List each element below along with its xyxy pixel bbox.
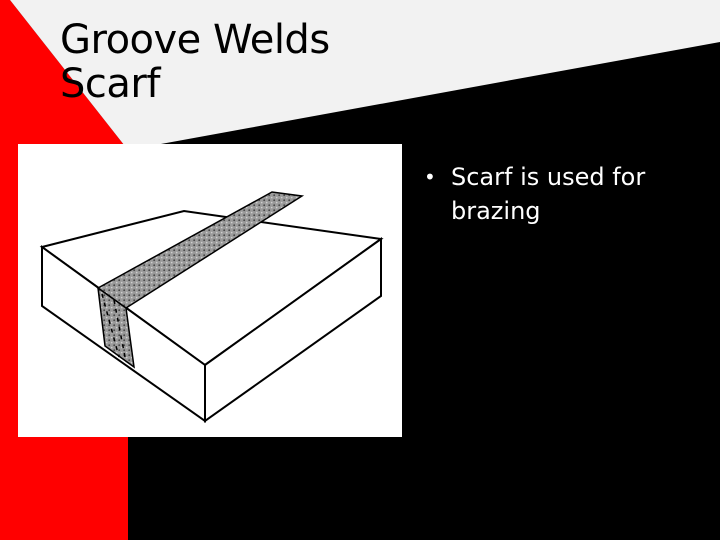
title-line-1: Groove Welds bbox=[60, 17, 330, 63]
title-band bbox=[10, 0, 720, 150]
bullet-item: • Scarf is used for brazing bbox=[424, 160, 714, 228]
slide-title: Groove Welds Scarf bbox=[60, 18, 330, 106]
plate-side-face bbox=[204, 237, 382, 423]
scarf-joint-line-1 bbox=[101, 293, 120, 358]
scarf-weld-band-front bbox=[97, 286, 135, 369]
bullet-list: • Scarf is used for brazing bbox=[424, 160, 714, 228]
title-line-2: Scarf bbox=[60, 61, 160, 107]
bullet-dot-icon: • bbox=[424, 165, 436, 189]
scarf-joint-illustration bbox=[18, 144, 402, 437]
scarf-joint-line-2 bbox=[113, 299, 127, 363]
scarf-joint-drawing bbox=[39, 191, 384, 423]
bullet-text: Scarf is used for brazing bbox=[451, 163, 646, 225]
